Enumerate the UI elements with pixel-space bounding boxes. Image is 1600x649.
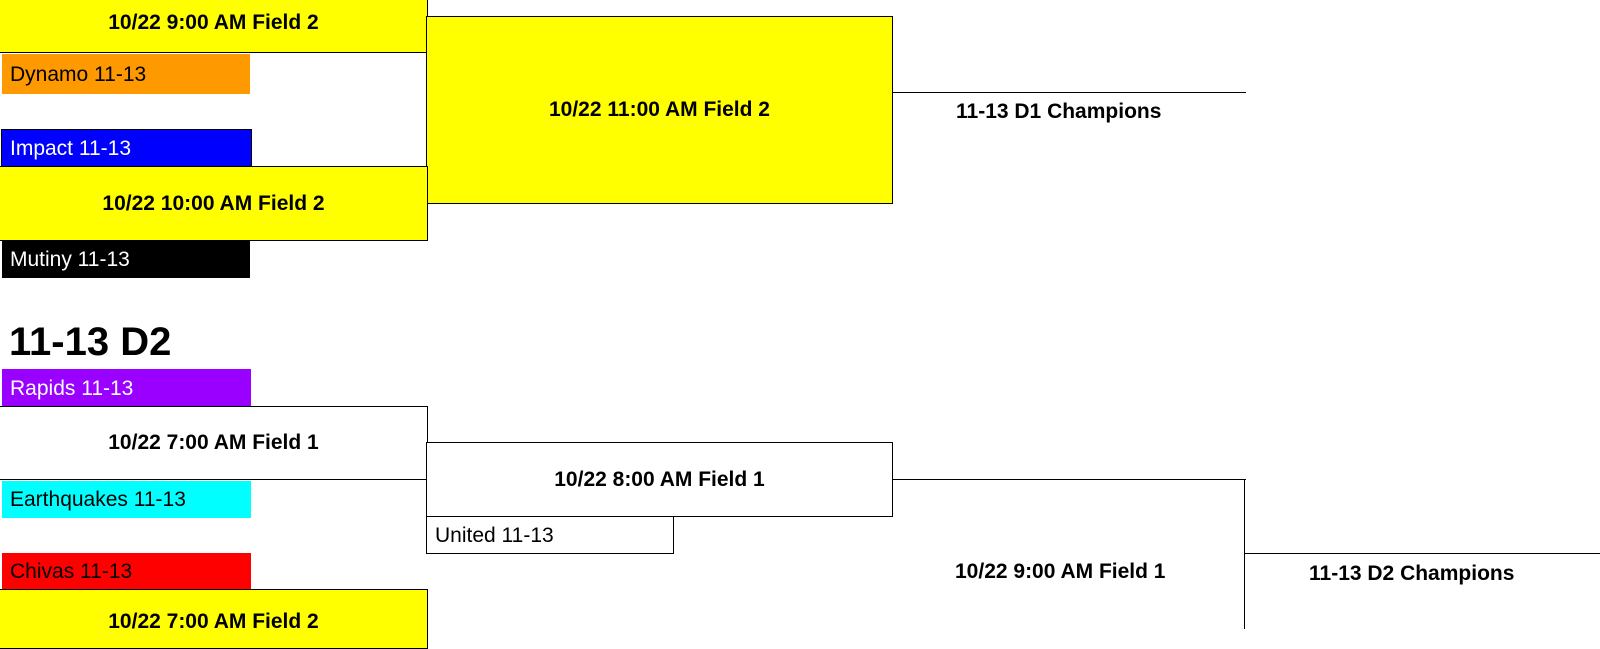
team-impact: Impact 11-13 <box>1 129 252 168</box>
team-mutiny: Mutiny 11-13 <box>2 241 250 278</box>
d2-final-right-line <box>1244 479 1245 629</box>
d1-champion-line <box>892 92 1246 93</box>
team-dynamo: Dynamo 11-13 <box>2 54 250 94</box>
team-chivas: Chivas 11-13 <box>2 553 251 590</box>
d2-r1-field1-game: 10/22 7:00 AM Field 1 <box>0 406 428 480</box>
d1-champion-label: 11-13 D1 Champions <box>956 100 1162 123</box>
d2-r2-field1-game-label: 10/22 8:00 AM Field 1 <box>554 467 765 491</box>
d2-final-game-label: 10/22 9:00 AM Field 1 <box>955 560 1166 583</box>
d2-final-top-line <box>892 479 1246 480</box>
d2-champion-line <box>1245 553 1600 554</box>
d2-section-title: 11-13 D2 <box>9 320 172 364</box>
team-impact-label: Impact 11-13 <box>10 137 132 160</box>
team-dynamo-label: Dynamo 11-13 <box>10 62 147 86</box>
d1-final-game: 10/22 11:00 AM Field 2 <box>426 16 893 204</box>
d1-semi2-game: 10/22 10:00 AM Field 2 <box>0 166 428 241</box>
d2-r1-field1-game-label: 10/22 7:00 AM Field 1 <box>108 431 319 454</box>
d1-semi1-game: 10/22 9:00 AM Field 2 <box>0 0 428 53</box>
team-chivas-label: Chivas 11-13 <box>10 560 133 583</box>
d1-semi1-game-label: 10/22 9:00 AM Field 2 <box>108 11 319 34</box>
d2-r2-field1-game: 10/22 8:00 AM Field 1 <box>426 442 893 517</box>
team-rapids-label: Rapids 11-13 <box>10 376 134 400</box>
team-rapids: Rapids 11-13 <box>2 369 251 407</box>
d2-r1-field2-game: 10/22 7:00 AM Field 2 <box>0 589 428 649</box>
d1-semi2-game-label: 10/22 10:00 AM Field 2 <box>102 191 325 215</box>
d2-champion-label: 11-13 D2 Champions <box>1309 562 1515 585</box>
team-mutiny-label: Mutiny 11-13 <box>10 248 130 271</box>
team-united: United 11-13 <box>426 516 674 554</box>
d1-final-game-label: 10/22 11:00 AM Field 2 <box>548 98 770 121</box>
team-united-label: United 11-13 <box>435 523 554 547</box>
team-earthquakes-label: Earthquakes 11-13 <box>10 488 186 511</box>
d2-r1-field2-game-label: 10/22 7:00 AM Field 2 <box>108 610 319 633</box>
team-earthquakes: Earthquakes 11-13 <box>2 481 251 518</box>
